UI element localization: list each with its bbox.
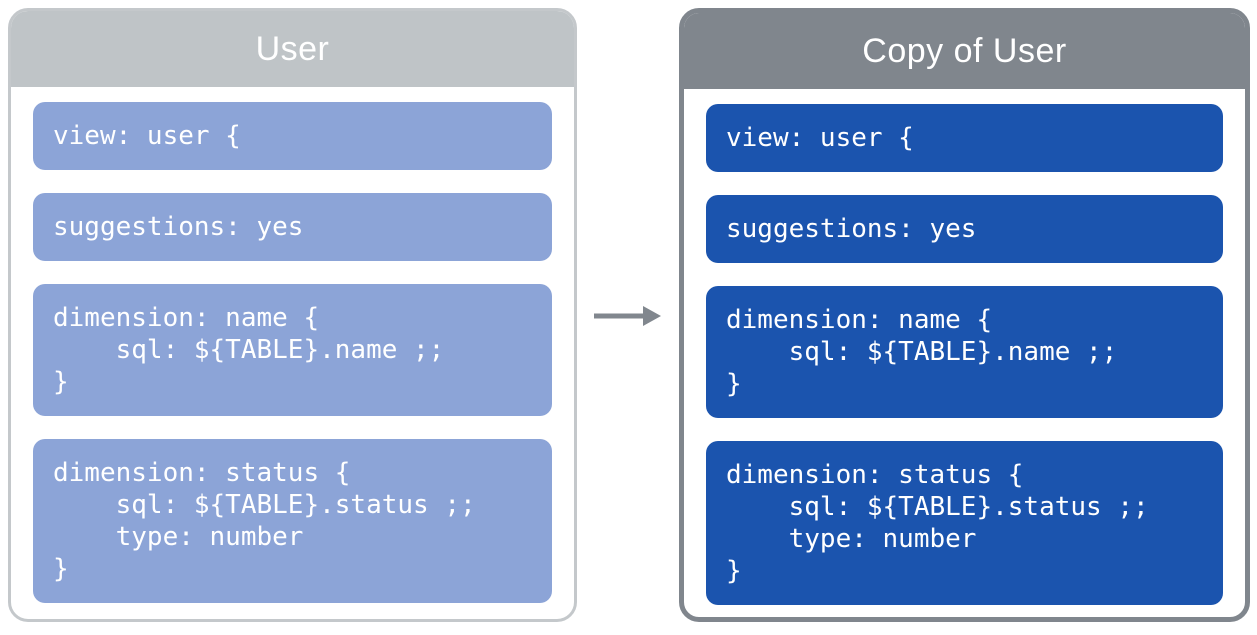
code-line: } (726, 556, 742, 586)
user-panel-header: User (11, 11, 574, 87)
code-line: } (726, 369, 742, 399)
code-line: type: number (53, 522, 304, 552)
code-line: sql: ${TABLE}.status ;; (726, 492, 1149, 522)
code-line: dimension: status { (726, 460, 1024, 490)
code-block-suggestions: suggestions: yes (706, 195, 1223, 263)
copy-of-user-panel-title: Copy of User (862, 32, 1067, 70)
code-line: dimension: status { (53, 458, 351, 488)
code-block-dimension-status: dimension: status { sql: ${TABLE}.status… (706, 441, 1223, 605)
code-block-dimension-name: dimension: name { sql: ${TABLE}.name ;; … (33, 284, 552, 416)
user-panel: User view: user { suggestions: yes dimen… (8, 8, 577, 622)
code-block-view: view: user { (706, 104, 1223, 172)
code-line: sql: ${TABLE}.name ;; (726, 337, 1118, 367)
code-line: sql: ${TABLE}.status ;; (53, 490, 476, 520)
user-panel-body: view: user { suggestions: yes dimension:… (11, 87, 574, 619)
code-line: sql: ${TABLE}.name ;; (53, 335, 445, 365)
user-panel-title: User (255, 30, 330, 68)
code-line: } (53, 554, 69, 584)
code-line: } (53, 367, 69, 397)
code-line: dimension: name { (53, 303, 320, 333)
code-line: view: user { (53, 121, 241, 151)
code-line: type: number (726, 524, 977, 554)
right-arrow-icon (593, 303, 663, 329)
code-block-dimension-status: dimension: status { sql: ${TABLE}.status… (33, 439, 552, 603)
code-line: dimension: name { (726, 305, 993, 335)
copy-of-user-panel: Copy of User view: user { suggestions: y… (679, 8, 1250, 622)
copy-of-user-panel-body: view: user { suggestions: yes dimension:… (684, 89, 1245, 617)
copy-of-user-panel-header: Copy of User (684, 13, 1245, 89)
code-line: suggestions: yes (726, 214, 977, 244)
code-block-suggestions: suggestions: yes (33, 193, 552, 261)
code-block-view: view: user { (33, 102, 552, 170)
code-line: view: user { (726, 123, 914, 153)
code-block-dimension-name: dimension: name { sql: ${TABLE}.name ;; … (706, 286, 1223, 418)
code-line: suggestions: yes (53, 212, 304, 242)
